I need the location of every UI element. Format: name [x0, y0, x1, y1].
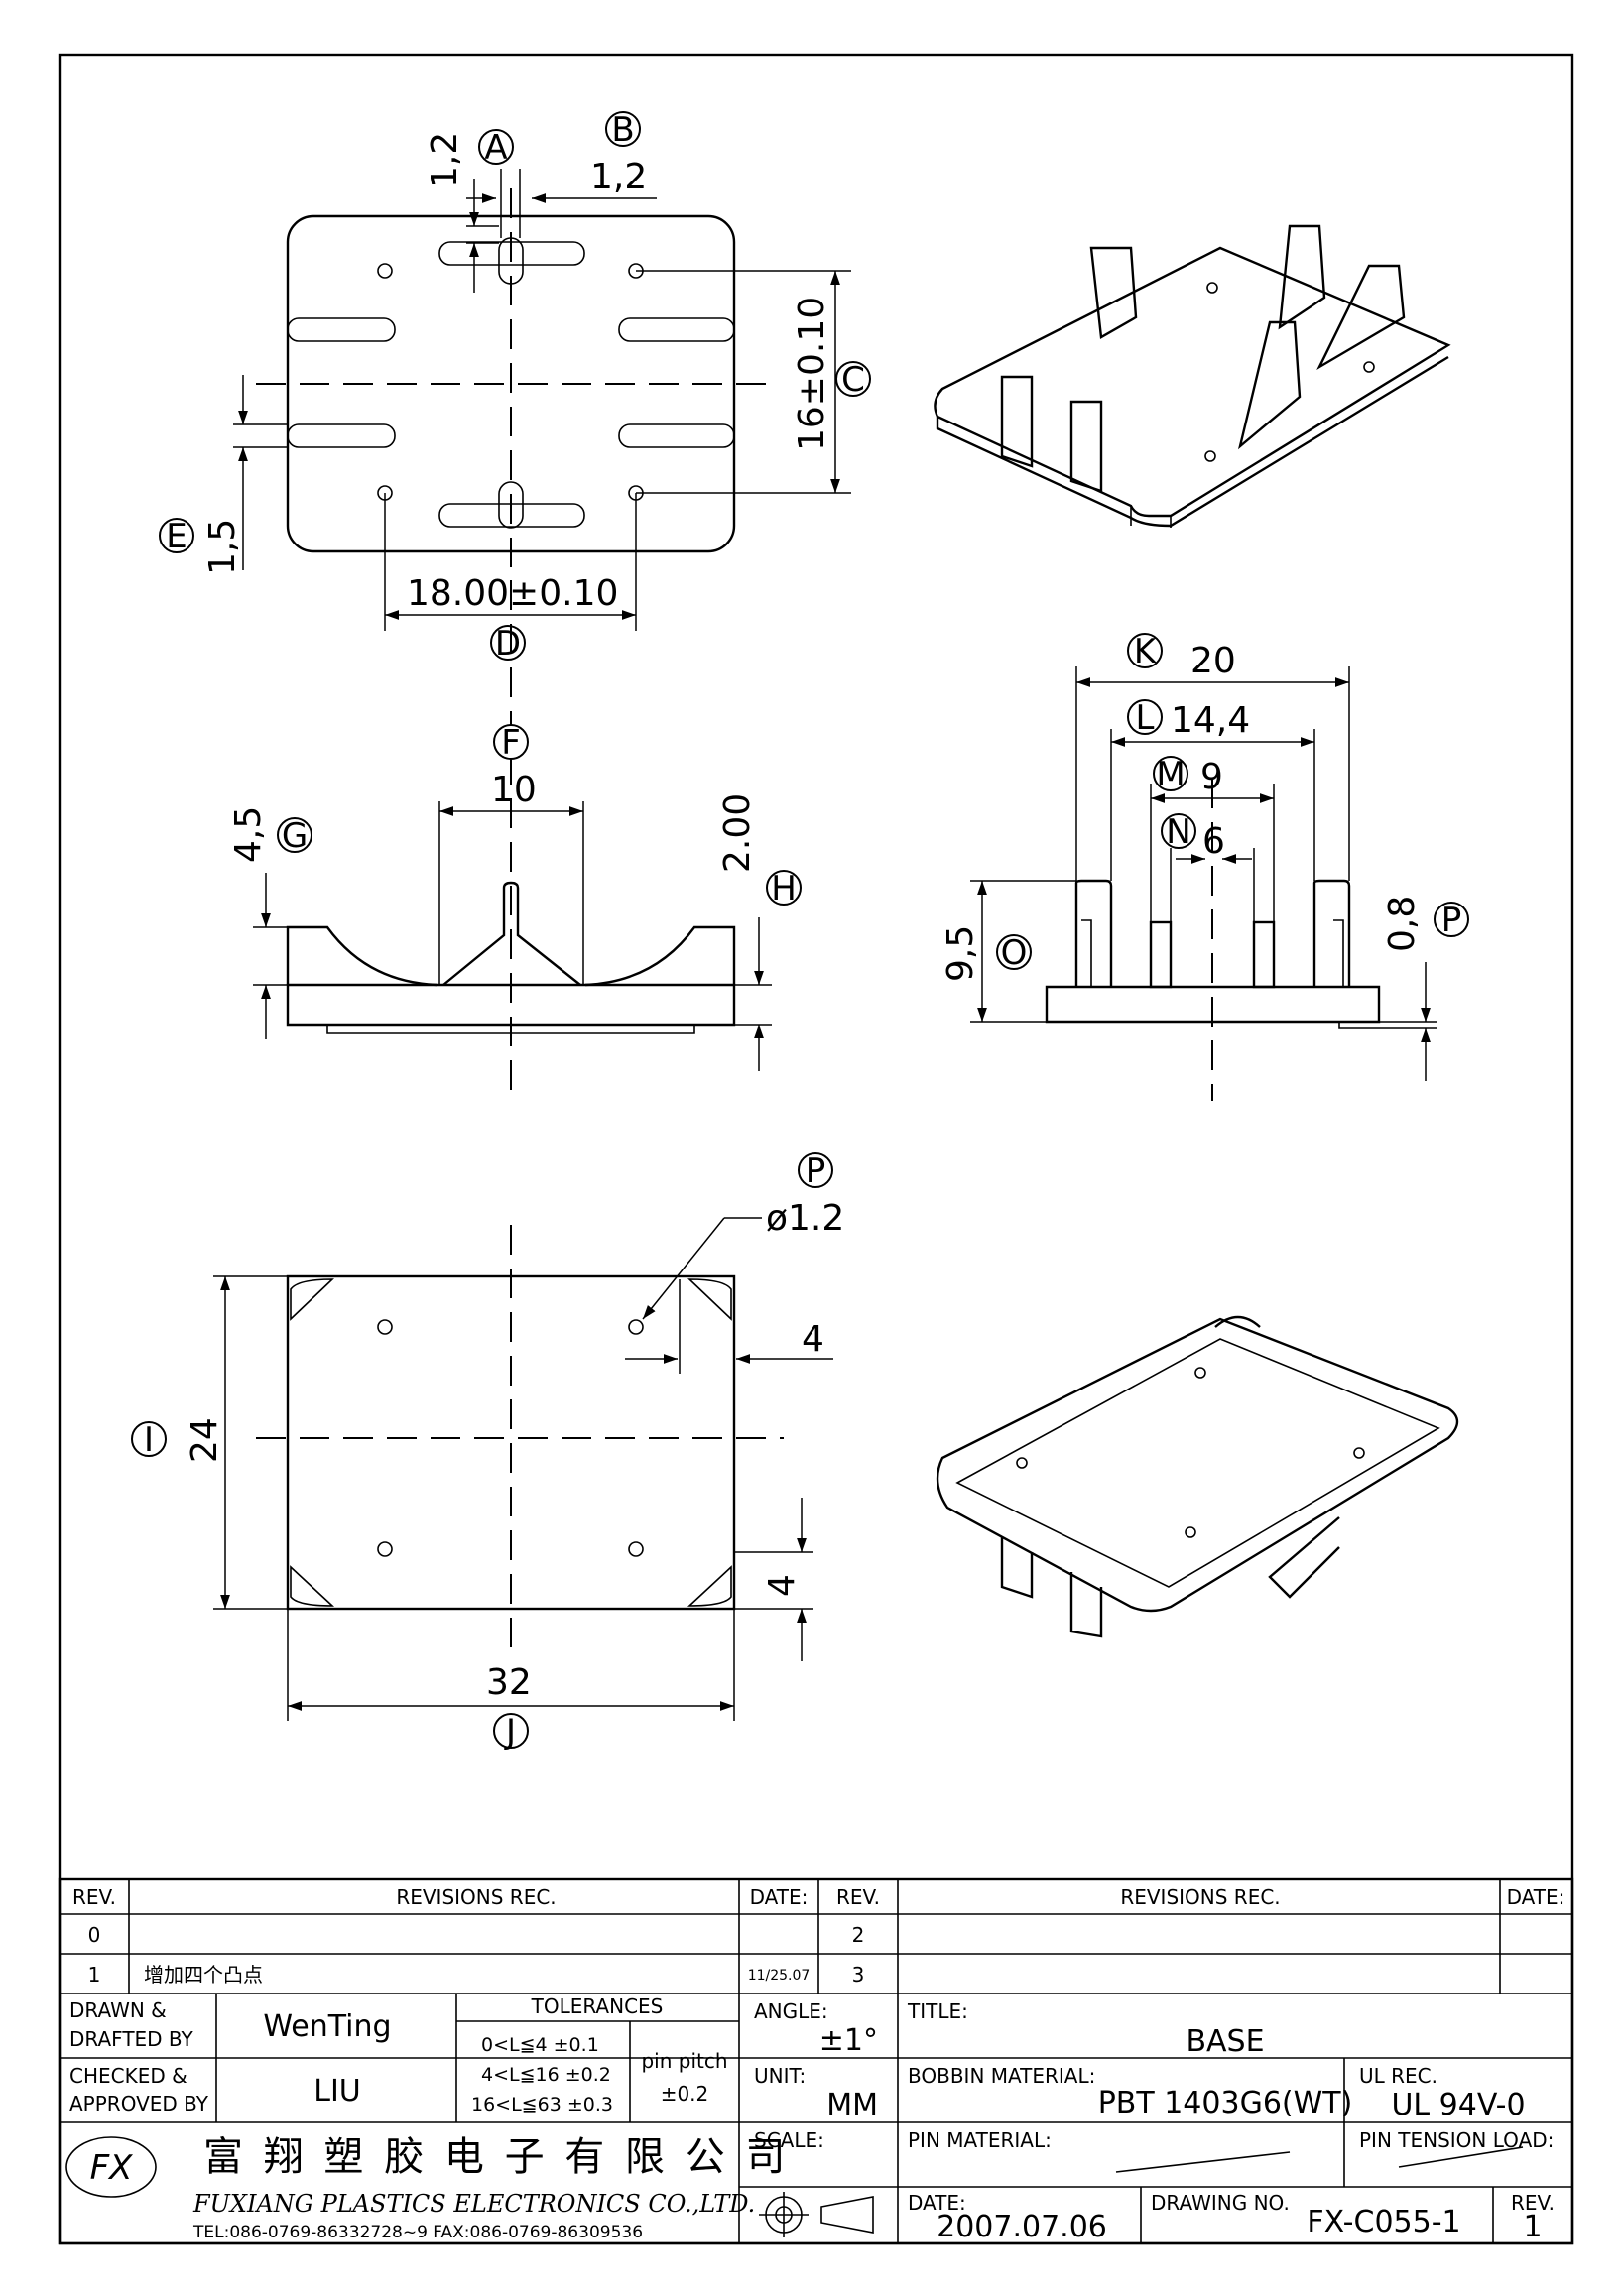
company-contact: TEL:086-0769-86332728~9 FAX:086-0769-863… — [192, 2223, 643, 2242]
pin-pitch-tolerance: ±0.2 — [661, 2082, 709, 2106]
label-n: N — [1166, 812, 1190, 852]
bottom-view: ø1.2 4 24 4 32 P I J — [131, 1151, 844, 1752]
dim-m-value: 9 — [1200, 757, 1223, 797]
drawn-by: WenTing — [263, 2009, 391, 2044]
rev-row-1: 1 — [88, 1963, 101, 1987]
label-d: D — [495, 624, 521, 664]
dim-f-value: 10 — [491, 770, 537, 810]
dim-l-value: 14,4 — [1171, 700, 1250, 741]
label-p-bottom: P — [806, 1151, 826, 1191]
title-block: REV. REVISIONS REC. DATE: REV. REVISIONS… — [58, 1877, 1574, 2245]
rev-label: REV. — [1511, 2191, 1555, 2215]
label-p-side: P — [1441, 901, 1462, 940]
label-f: F — [501, 723, 521, 763]
drawing-no-label: DRAWING NO. — [1151, 2191, 1290, 2215]
company-name-en: FUXIANG PLASTICS ELECTRONICS CO.,LTD. — [192, 2190, 755, 2218]
scale-label: SCALE: — [754, 2128, 824, 2152]
date-header: DATE: — [750, 1885, 809, 1909]
dim-a-value: 1,2 — [425, 132, 465, 188]
isometric-view-top — [934, 224, 1451, 528]
drawing-no-value: FX-C055-1 — [1307, 2205, 1460, 2239]
tolerance-3: 16<L≦63 ±0.3 — [471, 2094, 613, 2115]
title-value: BASE — [1186, 2024, 1264, 2059]
pin-material-label: PIN MATERIAL: — [908, 2128, 1052, 2152]
label-g: G — [282, 816, 308, 856]
tolerance-2: 4<L≦16 ±0.2 — [481, 2064, 611, 2086]
angle-value: ±1° — [819, 2023, 878, 2058]
rev-header-2: REV. — [836, 1885, 880, 1909]
revisions-header-2: REVISIONS REC. — [1120, 1885, 1280, 1909]
label-k: K — [1134, 632, 1158, 671]
dim-d-value: 18.00±0.10 — [407, 573, 618, 614]
rev-header: REV. — [72, 1885, 116, 1909]
dim-e-value: 1,5 — [202, 519, 243, 575]
dim-n-value: 6 — [1202, 821, 1225, 862]
revision-text-row-1: 增加四个凸点 — [144, 1963, 263, 1987]
rev2-row-1: 3 — [852, 1963, 865, 1987]
dim-p-value: 0,8 — [1382, 896, 1423, 952]
checked-label-2: APPROVED BY — [69, 2092, 209, 2115]
ul-rec-label: UL REC. — [1359, 2064, 1437, 2088]
label-j: J — [504, 1712, 516, 1752]
tolerance-1: 0<L≦4 ±0.1 — [481, 2034, 599, 2056]
dim-j-value: 32 — [486, 1662, 532, 1703]
label-m: M — [1156, 755, 1185, 794]
dim-i-value: 24 — [185, 1417, 225, 1463]
company-name-cn: 富 翔 塑 胶 电 子 有 限 公 司 — [203, 2134, 789, 2180]
ul-rec-value: UL 94V-0 — [1391, 2088, 1525, 2122]
bobbin-material-value: PBT 1403G6(WT) — [1098, 2086, 1353, 2120]
label-a: A — [484, 128, 507, 168]
dim-h-value: 2.00 — [717, 793, 758, 873]
bobbin-material-label: BOBBIN MATERIAL: — [908, 2064, 1095, 2088]
label-o: O — [1001, 933, 1028, 973]
dim-4-side-value: 4 — [762, 1574, 803, 1597]
dim-k-value: 20 — [1190, 641, 1236, 681]
label-h: H — [771, 869, 797, 908]
rev-row-0: 0 — [88, 1923, 101, 1947]
unit-label: UNIT: — [754, 2064, 806, 2088]
revisions-header: REVISIONS REC. — [396, 1885, 556, 1909]
front-view: 10 4,5 2.00 F G H — [228, 580, 802, 1101]
dim-4-top-value: 4 — [802, 1319, 824, 1360]
rev-value: 1 — [1523, 2210, 1542, 2244]
rev2-row-0: 2 — [852, 1923, 865, 1947]
title-label: TITLE: — [907, 1999, 968, 2023]
date-header-2: DATE: — [1507, 1885, 1565, 1909]
dim-o-value: 9,5 — [940, 925, 981, 982]
checked-by: LIU — [313, 2074, 361, 2109]
dim-dia-value: ø1.2 — [766, 1198, 844, 1239]
unit-value: MM — [826, 2088, 878, 2122]
drawn-label-2: DRAFTED BY — [69, 2027, 194, 2051]
projection-symbol — [759, 2192, 874, 2237]
label-b: B — [611, 110, 634, 150]
tolerances-header: TOLERANCES — [531, 1994, 664, 2018]
drawn-label-1: DRAWN & — [69, 1998, 167, 2022]
isometric-view-bottom — [936, 1315, 1459, 1638]
date-label: DATE: — [908, 2191, 966, 2215]
top-view: 1,2 1,2 16±0.10 1,5 18.00±0.10 A B C E D — [159, 110, 871, 664]
label-i: I — [144, 1420, 154, 1460]
company-logo: FX — [65, 2136, 157, 2198]
dim-c-value: 16±0.10 — [792, 297, 832, 451]
pin-pitch-label: pin pitch — [641, 2049, 727, 2073]
dim-b-value: 1,2 — [590, 157, 647, 197]
label-l: L — [1136, 698, 1155, 738]
dim-g-value: 4,5 — [228, 806, 269, 863]
side-view: 20 14,4 9 6 9,5 0,8 K L M N O P — [940, 632, 1469, 1101]
revision-date-row-1: 11/25.07 — [748, 1968, 811, 1984]
logo-text: FX — [90, 2148, 134, 2188]
checked-label-1: CHECKED & — [69, 2064, 187, 2088]
date-value: 2007.07.06 — [937, 2210, 1107, 2244]
label-c: C — [841, 360, 865, 400]
pin-tension-label: PIN TENSION LOAD: — [1359, 2128, 1554, 2152]
angle-label: ANGLE: — [754, 1999, 828, 2023]
label-e: E — [166, 517, 187, 556]
